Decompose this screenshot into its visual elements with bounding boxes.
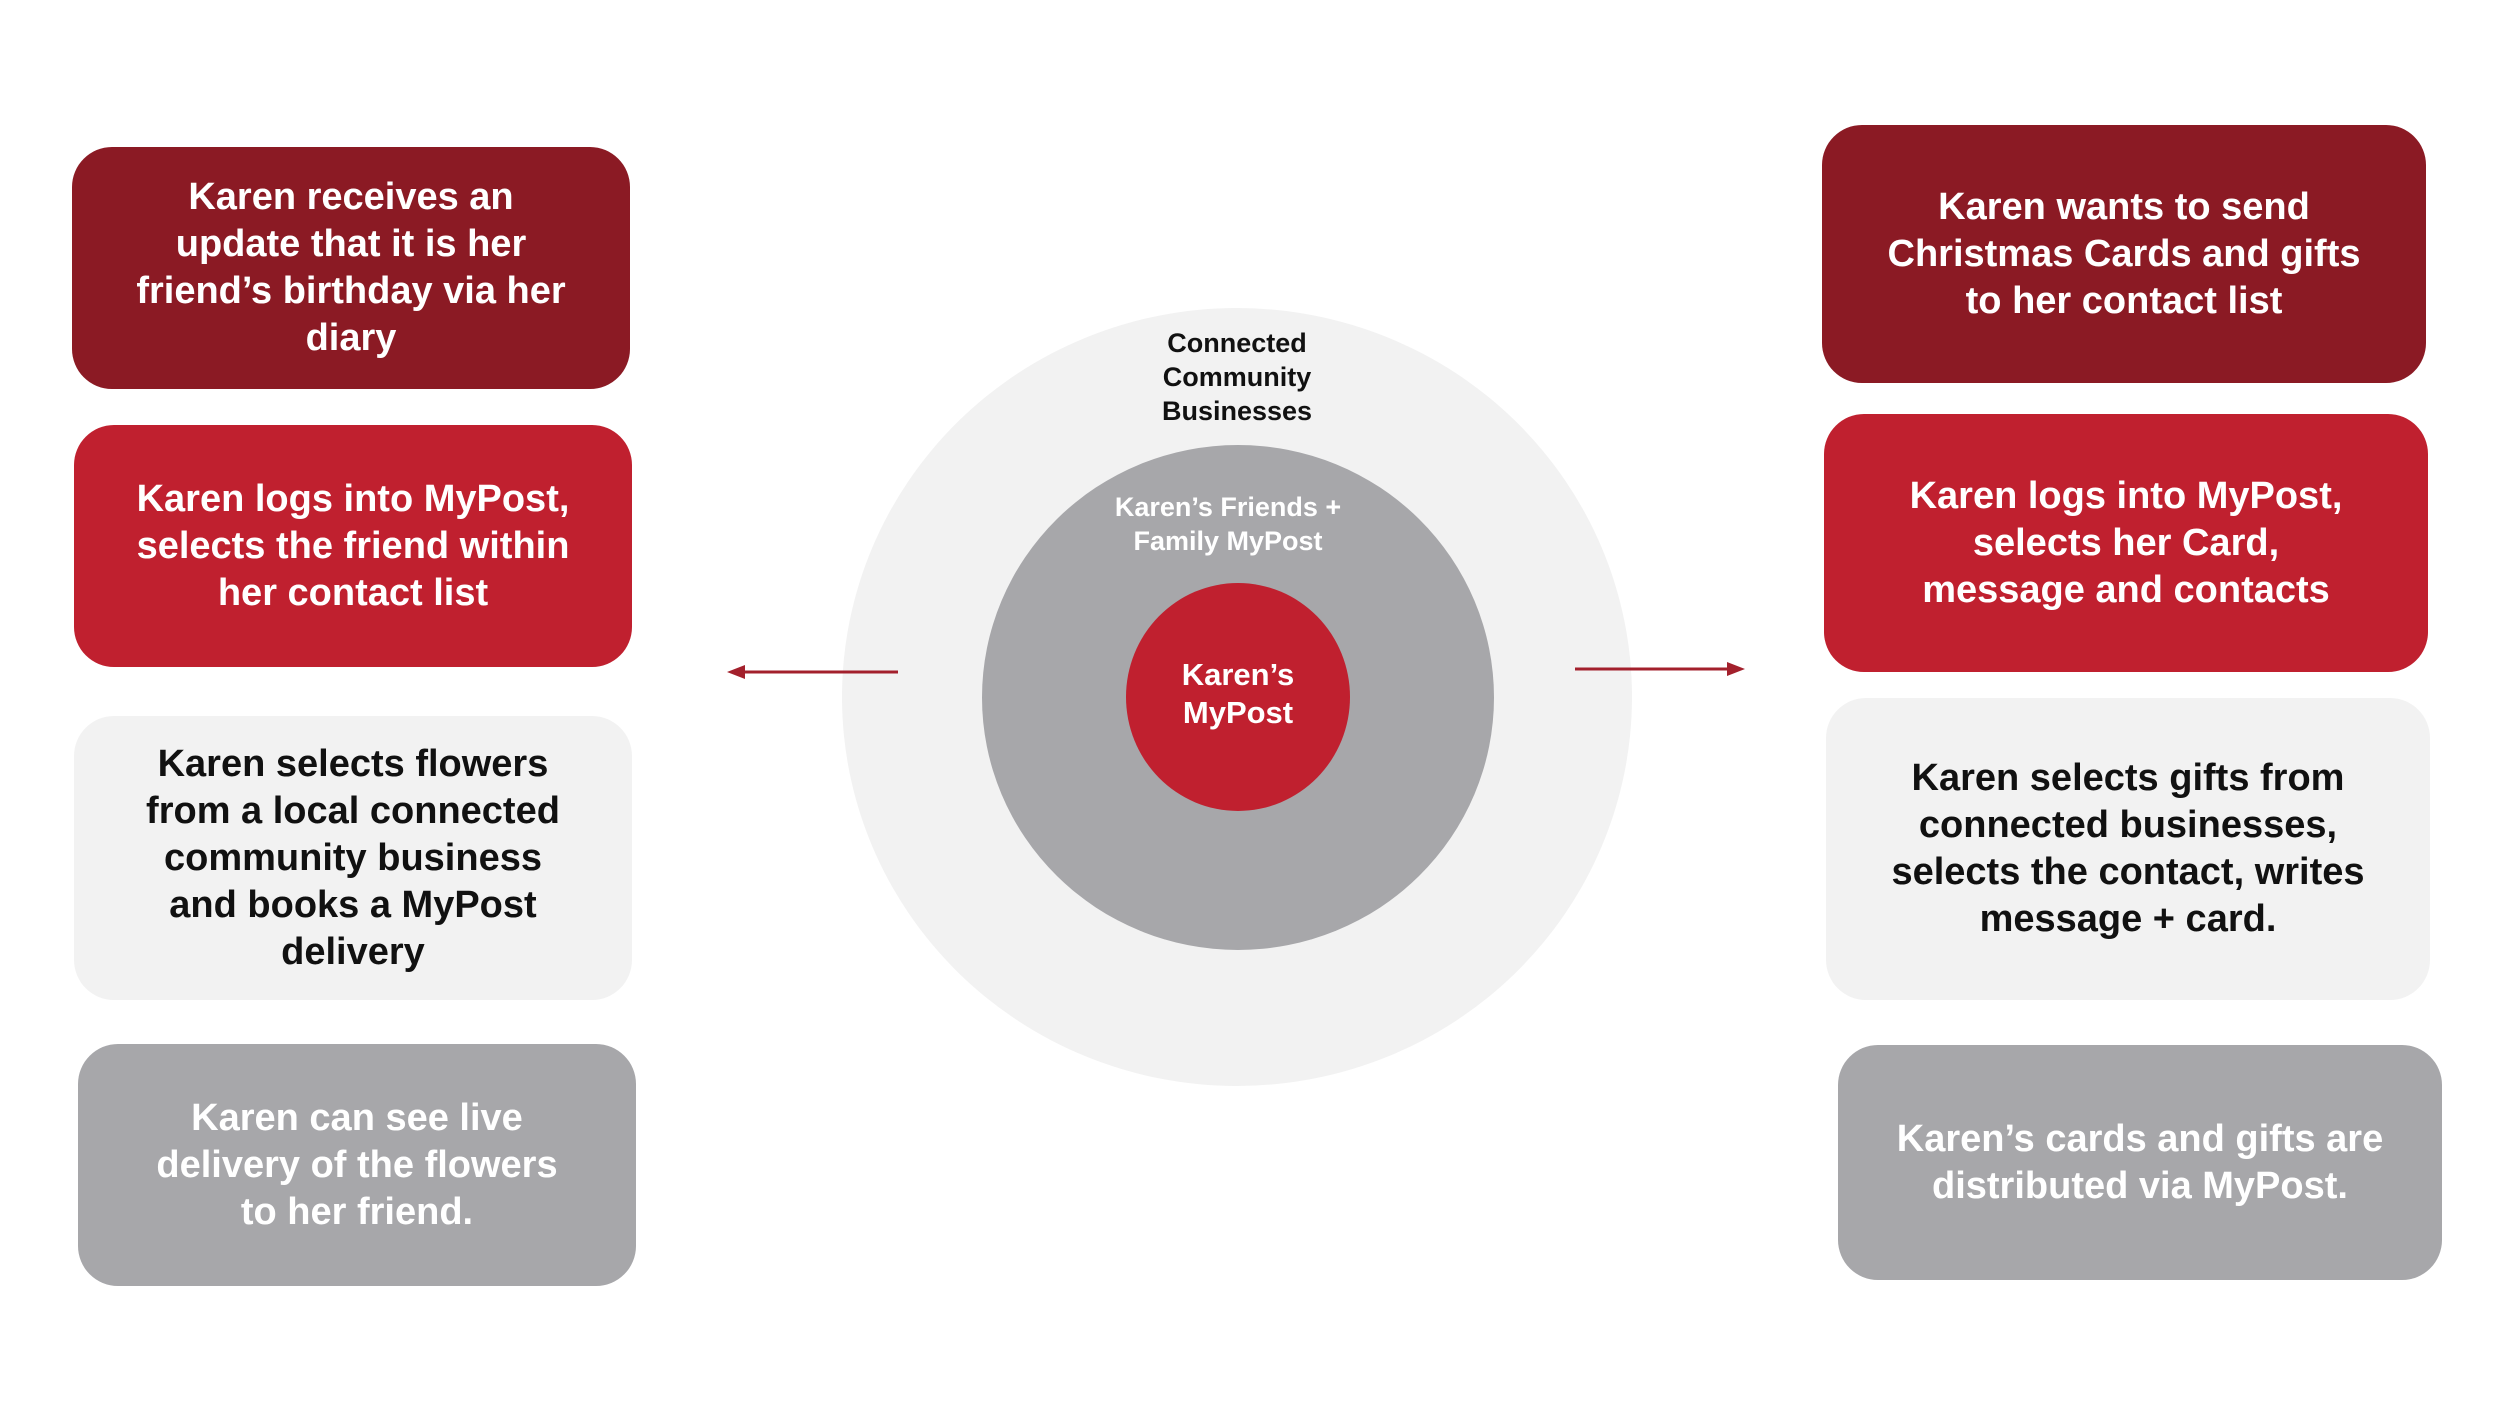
left-step-3-card: Karen selects flowers from a local conne… <box>74 716 632 1000</box>
right-step-2-card: Karen logs into MyPost, selects her Card… <box>1824 414 2428 672</box>
right-step-3-card: Karen selects gifts from connected busin… <box>1826 698 2430 1000</box>
karens-mypost-label: Karen’s MyPost <box>1181 657 1295 730</box>
connected-businesses-label: Connected Community Businesses <box>1161 328 1313 426</box>
right-step-1-card: Karen wants to send Christmas Cards and … <box>1822 125 2426 383</box>
left-arrow <box>727 665 898 679</box>
left-step-2-card: Karen logs into MyPost, selects the frie… <box>74 425 632 667</box>
right-step-4-card: Karen’s cards and gifts are distributed … <box>1838 1045 2442 1280</box>
left-step-1-card: Karen receives an update that it is her … <box>72 147 630 389</box>
right-arrow <box>1575 662 1745 676</box>
friends-family-label: Karen’s Friends + Family MyPost <box>1114 492 1342 556</box>
left-step-4-card: Karen can see live delivery of the flowe… <box>78 1044 636 1286</box>
karens-mypost-circle <box>1126 583 1350 811</box>
